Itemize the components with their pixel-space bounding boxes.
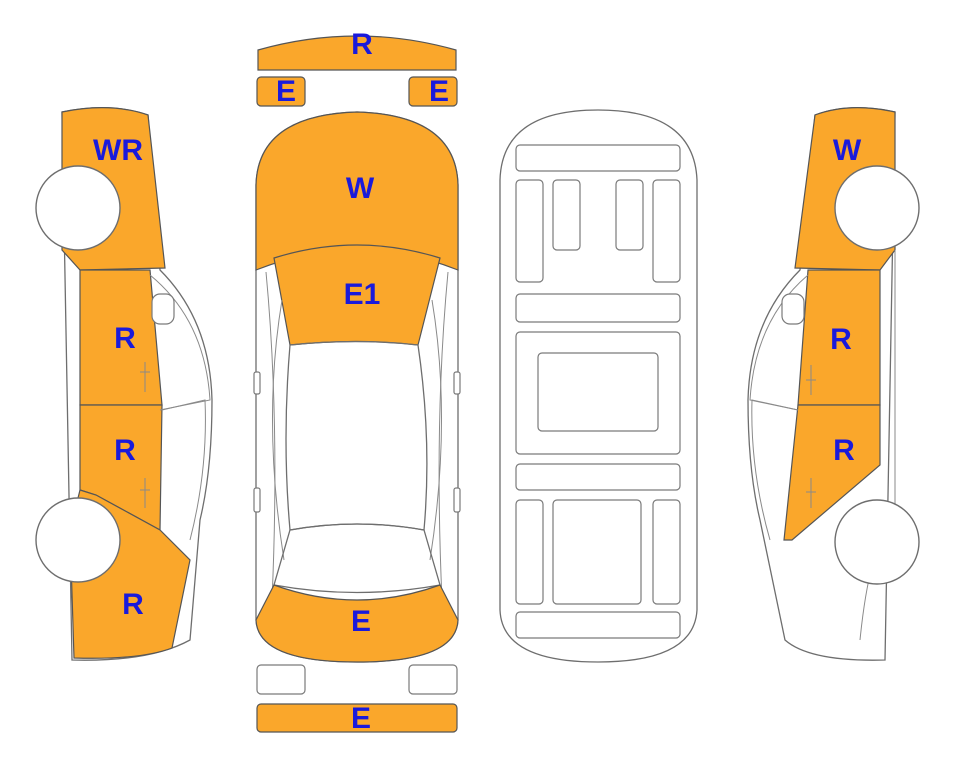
- label-left-rear-door: R: [114, 434, 136, 467]
- left-front-wheel: [35, 165, 121, 251]
- label-left-front-door: R: [114, 322, 136, 355]
- left-rear-wheel: [35, 497, 121, 583]
- right-rear-door-panel[interactable]: [783, 404, 881, 541]
- label-windshield: E1: [344, 278, 381, 311]
- label-right-rear-door: R: [833, 434, 855, 467]
- top-view: [253, 35, 461, 733]
- label-trunk: E: [351, 605, 371, 638]
- headlight-left-panel[interactable]: [256, 76, 306, 107]
- right-side-view: [747, 107, 920, 661]
- taillight-right: [408, 664, 458, 695]
- front-bumper-panel[interactable]: [257, 35, 457, 71]
- label-front-bumper: R: [351, 28, 373, 61]
- rear-bumper-panel[interactable]: [256, 703, 458, 733]
- label-headlight-right: E: [429, 75, 449, 108]
- label-rear-bumper: E: [351, 702, 371, 735]
- trunk-panel[interactable]: [255, 584, 459, 663]
- headlight-right-panel[interactable]: [408, 76, 458, 107]
- label-hood: W: [346, 172, 375, 205]
- right-front-wheel: [834, 165, 920, 251]
- left-side-view: [35, 107, 213, 661]
- label-right-front-door: R: [830, 323, 852, 356]
- roof-outline: [285, 340, 428, 531]
- taillight-left: [256, 664, 306, 695]
- floor-view: [499, 109, 698, 663]
- label-left-rear-quarter: R: [122, 588, 144, 621]
- label-headlight-left: E: [276, 75, 296, 108]
- right-rear-wheel: [834, 499, 920, 585]
- label-left-front-fender: WR: [93, 134, 143, 167]
- label-right-front-fender: W: [833, 134, 862, 167]
